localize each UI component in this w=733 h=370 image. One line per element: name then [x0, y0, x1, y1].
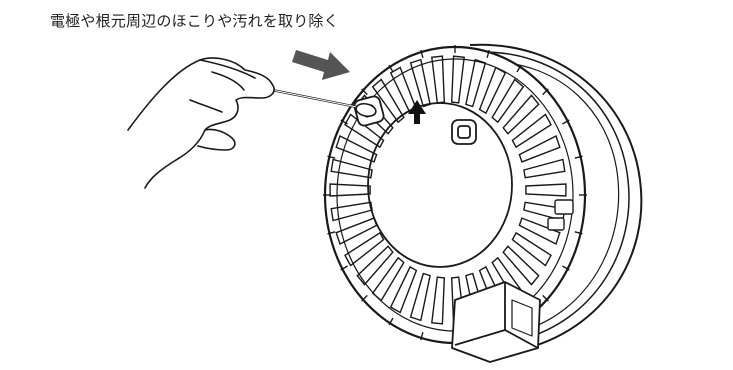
- rim-notch: [486, 49, 490, 58]
- direction-arrow-icon: [292, 50, 350, 80]
- grille-slot: [518, 217, 561, 245]
- rim-notch: [574, 155, 583, 159]
- rim-notch: [327, 231, 336, 235]
- grille-slot: [389, 265, 418, 314]
- rim-notch: [388, 317, 394, 326]
- grille-slot: [356, 245, 394, 286]
- grille-slot: [491, 78, 525, 124]
- grille-slot: [344, 113, 385, 149]
- grille-slot: [330, 201, 373, 222]
- grille-slot: [465, 58, 487, 108]
- hand-icon: [127, 57, 275, 189]
- rim-notch: [542, 294, 549, 302]
- grille-slot: [511, 231, 552, 267]
- up-arrow-marker-icon: [408, 100, 426, 124]
- grille-slot: [344, 231, 385, 267]
- grille-slot: [371, 256, 405, 302]
- rim-notch: [574, 231, 583, 235]
- rim-notch: [542, 88, 549, 96]
- grille-slot: [478, 66, 507, 115]
- rim-notch: [388, 64, 394, 73]
- grille-slot: [330, 158, 373, 179]
- grille-slots: [323, 45, 587, 345]
- grille-slot: [335, 217, 378, 245]
- grille-slot: [335, 135, 378, 163]
- grille-slot: [431, 55, 446, 104]
- fan-grille-icon: [323, 43, 643, 353]
- instruction-caption: 電極や根元周辺のほこりや汚れを取り除く: [50, 12, 339, 30]
- fan-base-block-icon: [451, 281, 541, 363]
- rim-notch: [361, 294, 368, 302]
- grille-slot: [502, 245, 540, 286]
- grille-slot: [525, 183, 567, 197]
- grille-slot: [371, 78, 405, 124]
- side-latch-icon: [547, 199, 574, 231]
- hub-button-icon: [451, 119, 477, 145]
- rim-notch: [361, 88, 368, 96]
- rim-notch: [562, 265, 570, 271]
- grille-slot: [329, 183, 371, 197]
- grille-slot: [409, 272, 431, 322]
- grille-slot: [431, 276, 446, 325]
- grille-slot: [518, 135, 561, 163]
- grille-slot: [523, 158, 566, 179]
- rim-notch: [340, 265, 348, 271]
- rim-notch: [420, 332, 424, 341]
- rim-notch: [420, 49, 424, 58]
- grille-slot: [409, 58, 431, 108]
- grille-slot: [511, 113, 552, 149]
- rim-notch: [327, 155, 336, 159]
- grille-slot: [450, 55, 465, 104]
- rim-notch: [340, 119, 348, 125]
- rim-notch: [562, 119, 570, 125]
- rim-notch: [516, 64, 522, 73]
- grille-slot: [502, 94, 540, 135]
